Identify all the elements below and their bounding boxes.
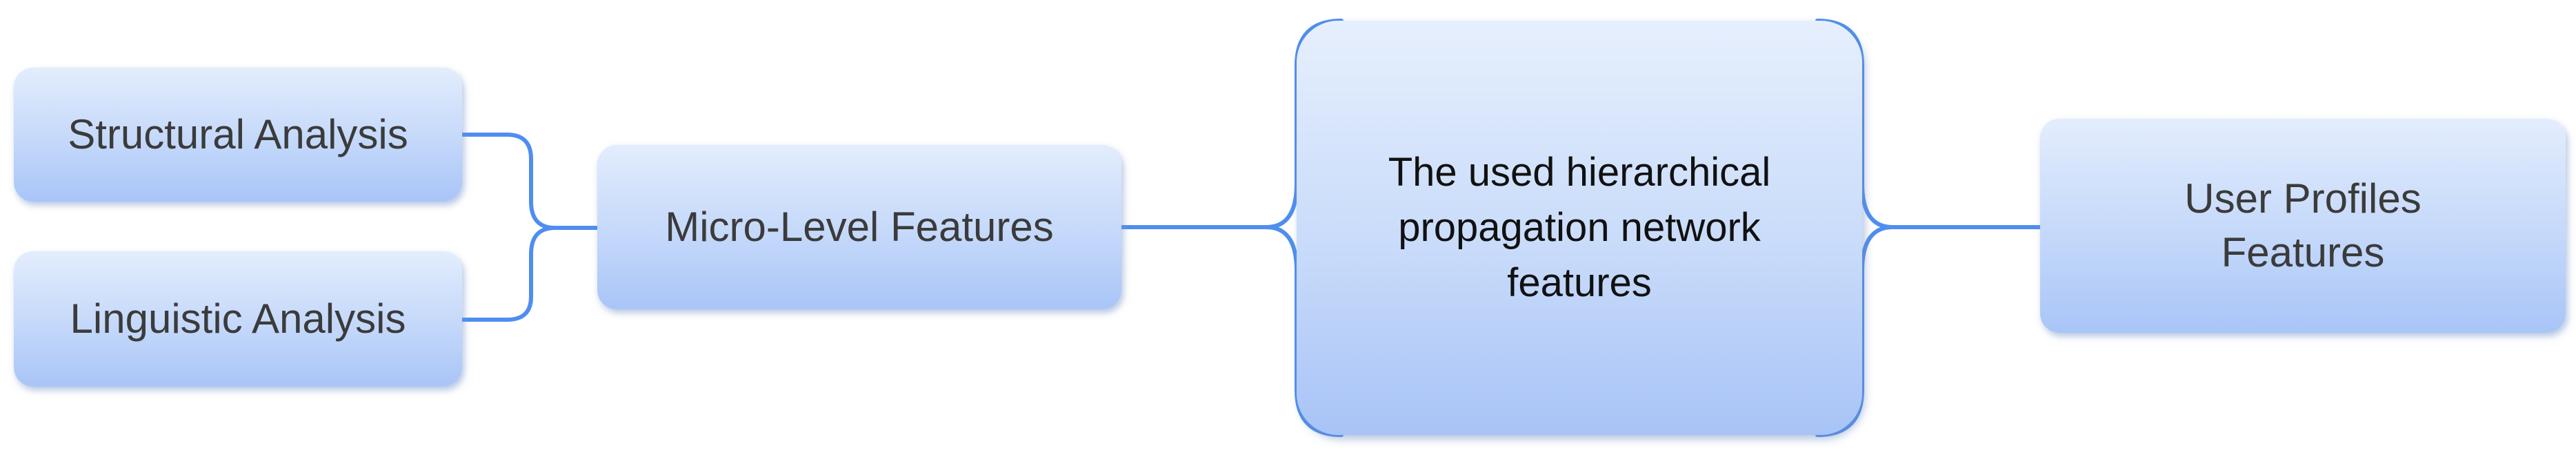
left-bracket-connector (460, 133, 599, 322)
structural-analysis-node: Structural Analysis (14, 68, 462, 202)
linguistic-analysis-label: Linguistic Analysis (70, 296, 406, 342)
micro-level-features-label: Micro-Level Features (665, 204, 1054, 250)
hierarchical-propagation-network-label: The used hierarchical propagation networ… (1388, 149, 1771, 306)
user-profiles-features-label: User Profiles Features (2184, 175, 2422, 275)
user-profiles-features-node: User Profiles Features (2040, 119, 2566, 333)
structural-analysis-label: Structural Analysis (68, 111, 408, 157)
micro-level-features-node: Micro-Level Features (597, 145, 1121, 309)
linguistic-analysis-node: Linguistic Analysis (14, 251, 462, 387)
hierarchical-propagation-network-node: The used hierarchical propagation networ… (1297, 21, 1862, 435)
